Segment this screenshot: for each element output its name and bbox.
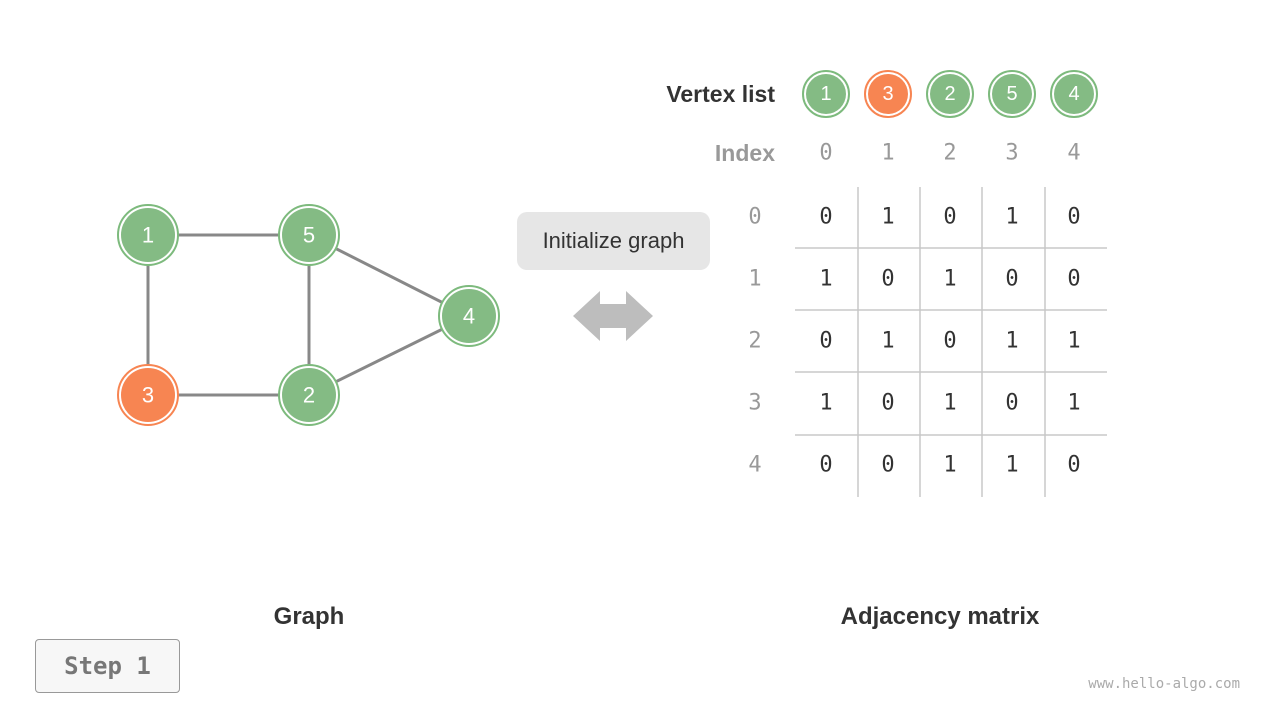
- column-index-2: 2: [943, 141, 956, 166]
- column-index-0: 0: [819, 141, 832, 166]
- initialize-graph-label: Initialize graph: [517, 212, 710, 270]
- vertex-fill: [930, 74, 970, 114]
- double-arrow-icon: [573, 291, 653, 341]
- matrix-cell-3-2: 1: [943, 391, 956, 416]
- matrix-cell-0-1: 1: [881, 205, 894, 230]
- watermark: www.hello-algo.com: [1088, 676, 1240, 692]
- row-index-1: 1: [748, 267, 761, 292]
- vertex-list-item-2: 2: [926, 70, 974, 118]
- vertex-list-item-4: 4: [1050, 70, 1098, 118]
- matrix-cell-4-1: 0: [881, 453, 894, 478]
- column-index-4: 4: [1067, 141, 1080, 166]
- matrix-cell-1-2: 1: [943, 267, 956, 292]
- matrix-cell-1-1: 0: [881, 267, 894, 292]
- vertex-list-item-3: 3: [864, 70, 912, 118]
- vertex-fill: [1054, 74, 1094, 114]
- matrix-cell-3-1: 0: [881, 391, 894, 416]
- vertex-label: 3: [142, 383, 154, 408]
- vertex-label: 1: [142, 223, 154, 248]
- vertex-fill: [868, 74, 908, 114]
- matrix-cell-4-4: 0: [1067, 453, 1080, 478]
- matrix-cell-3-3: 0: [1005, 391, 1018, 416]
- vertex-fill: [282, 368, 336, 422]
- matrix-cell-0-2: 0: [943, 205, 956, 230]
- graph-vertex-1: 1: [117, 204, 179, 266]
- vertex-label: 2: [944, 83, 955, 105]
- matrix-cell-1-4: 0: [1067, 267, 1080, 292]
- adjacency-matrix-caption: Adjacency matrix: [840, 603, 1040, 630]
- row-index-2: 2: [748, 329, 761, 354]
- vertex-fill: [442, 289, 496, 343]
- row-index-0: 0: [748, 205, 761, 230]
- matrix-cell-0-3: 1: [1005, 205, 1018, 230]
- vertex-list-item-1: 1: [802, 70, 850, 118]
- vertex-label: 2: [303, 383, 315, 408]
- vertex-label: 4: [1068, 83, 1079, 105]
- vertex-label: 1: [820, 83, 831, 105]
- matrix-cell-0-0: 0: [819, 205, 832, 230]
- vertex-list-item-5: 5: [988, 70, 1036, 118]
- row-index-3: 3: [748, 391, 761, 416]
- vertex-fill: [992, 74, 1032, 114]
- vertex-label: 5: [1006, 83, 1017, 105]
- matrix-cell-2-4: 1: [1067, 329, 1080, 354]
- matrix-cell-1-0: 1: [819, 267, 832, 292]
- matrix-cell-4-2: 1: [943, 453, 956, 478]
- vertex-label: 5: [303, 223, 315, 248]
- matrix-cell-0-4: 0: [1067, 205, 1080, 230]
- column-index-3: 3: [1005, 141, 1018, 166]
- vertex-label: 4: [463, 304, 475, 329]
- graph-caption: Graph: [273, 603, 345, 630]
- graph-vertex-5: 5: [278, 204, 340, 266]
- vertex-list-label: Vertex list: [666, 81, 775, 107]
- index-label: Index: [715, 140, 775, 166]
- vertex-fill: [806, 74, 846, 114]
- matrix-cell-2-3: 1: [1005, 329, 1018, 354]
- row-index-4: 4: [748, 453, 761, 478]
- matrix-cell-4-3: 1: [1005, 453, 1018, 478]
- step-indicator: Step 1: [35, 639, 180, 693]
- matrix-cell-2-2: 0: [943, 329, 956, 354]
- matrix-cell-2-0: 0: [819, 329, 832, 354]
- vertex-fill: [121, 208, 175, 262]
- matrix-cell-4-0: 0: [819, 453, 832, 478]
- vertex-label: 3: [882, 83, 893, 105]
- graph-vertex-4: 4: [438, 285, 500, 347]
- matrix-cell-1-3: 0: [1005, 267, 1018, 292]
- matrix-cell-3-4: 1: [1067, 391, 1080, 416]
- vertex-fill: [121, 368, 175, 422]
- graph-vertex-2: 2: [278, 364, 340, 426]
- column-index-1: 1: [881, 141, 894, 166]
- matrix-cell-2-1: 1: [881, 329, 894, 354]
- graph-vertex-3: 3: [117, 364, 179, 426]
- matrix-cell-3-0: 1: [819, 391, 832, 416]
- vertex-fill: [282, 208, 336, 262]
